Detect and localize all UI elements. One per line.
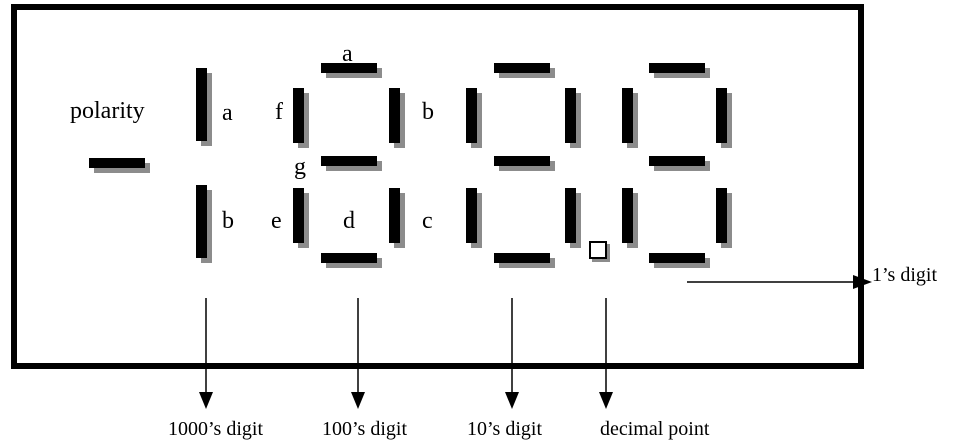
segment-a-label: a xyxy=(342,41,353,67)
ones-segment-f xyxy=(622,88,633,143)
tens-segment-g xyxy=(494,156,550,166)
decimal-point-indicator xyxy=(589,241,607,259)
thousands-segment-b-label: b xyxy=(222,208,234,234)
tens-digit-caption: 10’s digit xyxy=(467,418,543,440)
hundreds-digit-caption: 100’s digit xyxy=(322,418,408,440)
ones-digit-caption: 1’s digit xyxy=(872,264,938,286)
polarity-label: polarity xyxy=(70,98,145,124)
polarity-segment xyxy=(89,158,145,168)
ones-segment-c xyxy=(716,188,727,243)
tens-segment-d xyxy=(494,253,550,263)
thousands-segment-b xyxy=(196,68,207,141)
hundreds-segment-c xyxy=(389,188,400,243)
segment-f-label: f xyxy=(275,99,283,125)
ones-segment-b xyxy=(716,88,727,143)
hundreds-segment-a xyxy=(321,63,377,73)
ones-segment-a xyxy=(649,63,705,73)
tens-segment-c xyxy=(565,188,576,243)
thousands-digit-caption: 1000’s digit xyxy=(168,418,264,440)
ones-segment-g xyxy=(649,156,705,166)
decimal-point-caption: decimal point xyxy=(600,418,710,440)
thousands-segment-c xyxy=(196,185,207,258)
display-frame xyxy=(11,4,864,369)
hundreds-segment-g xyxy=(321,156,377,166)
segment-d-label: d xyxy=(343,208,355,234)
tens-segment-a xyxy=(494,63,550,73)
hundreds-segment-e xyxy=(293,188,304,243)
segment-b-label: b xyxy=(422,99,434,125)
tens-segment-e xyxy=(466,188,477,243)
ones-segment-e xyxy=(622,188,633,243)
thousands-segment-a-label: a xyxy=(222,100,233,126)
ones-segment-d xyxy=(649,253,705,263)
hundreds-segment-d xyxy=(321,253,377,263)
hundreds-segment-b xyxy=(389,88,400,143)
tens-segment-f xyxy=(466,88,477,143)
segment-g-label: g xyxy=(294,154,306,180)
tens-segment-b xyxy=(565,88,576,143)
segment-c-label: c xyxy=(422,208,433,234)
segment-e-label: e xyxy=(271,208,282,234)
hundreds-segment-f xyxy=(293,88,304,143)
